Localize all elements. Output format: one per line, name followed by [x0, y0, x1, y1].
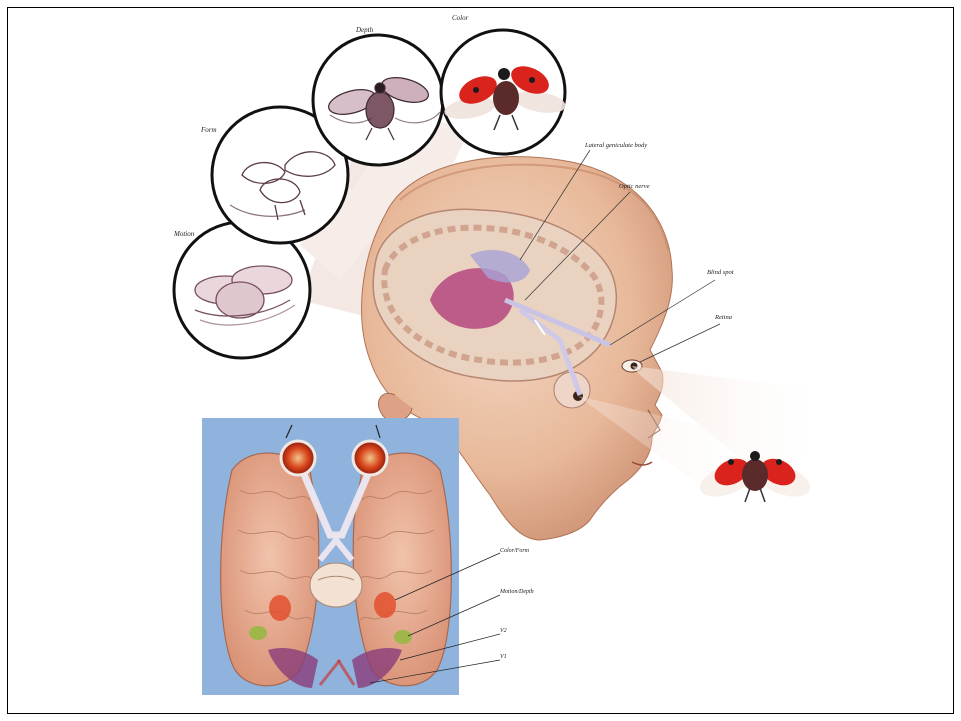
panel-depth: [313, 35, 443, 165]
label-form: Form: [201, 127, 217, 134]
panel-color: [441, 30, 567, 154]
label-blind-spot: Blind spot: [707, 270, 734, 277]
label-color: Color: [452, 15, 468, 22]
brain-underside-inset: [202, 418, 459, 695]
label-motion-depth: Motion/Depth: [500, 589, 534, 595]
label-optic-nerve: Optic nerve: [619, 184, 650, 191]
label-lateral-geniculate-body: Lateral geniculate body: [585, 143, 647, 150]
label-retina: Retina: [715, 315, 732, 322]
label-depth: Depth: [356, 27, 373, 34]
label-v1: V1: [500, 654, 507, 660]
label-motion: Motion: [174, 231, 194, 238]
label-color-form: Color/Form: [500, 548, 529, 554]
label-v2: V2: [500, 628, 507, 634]
